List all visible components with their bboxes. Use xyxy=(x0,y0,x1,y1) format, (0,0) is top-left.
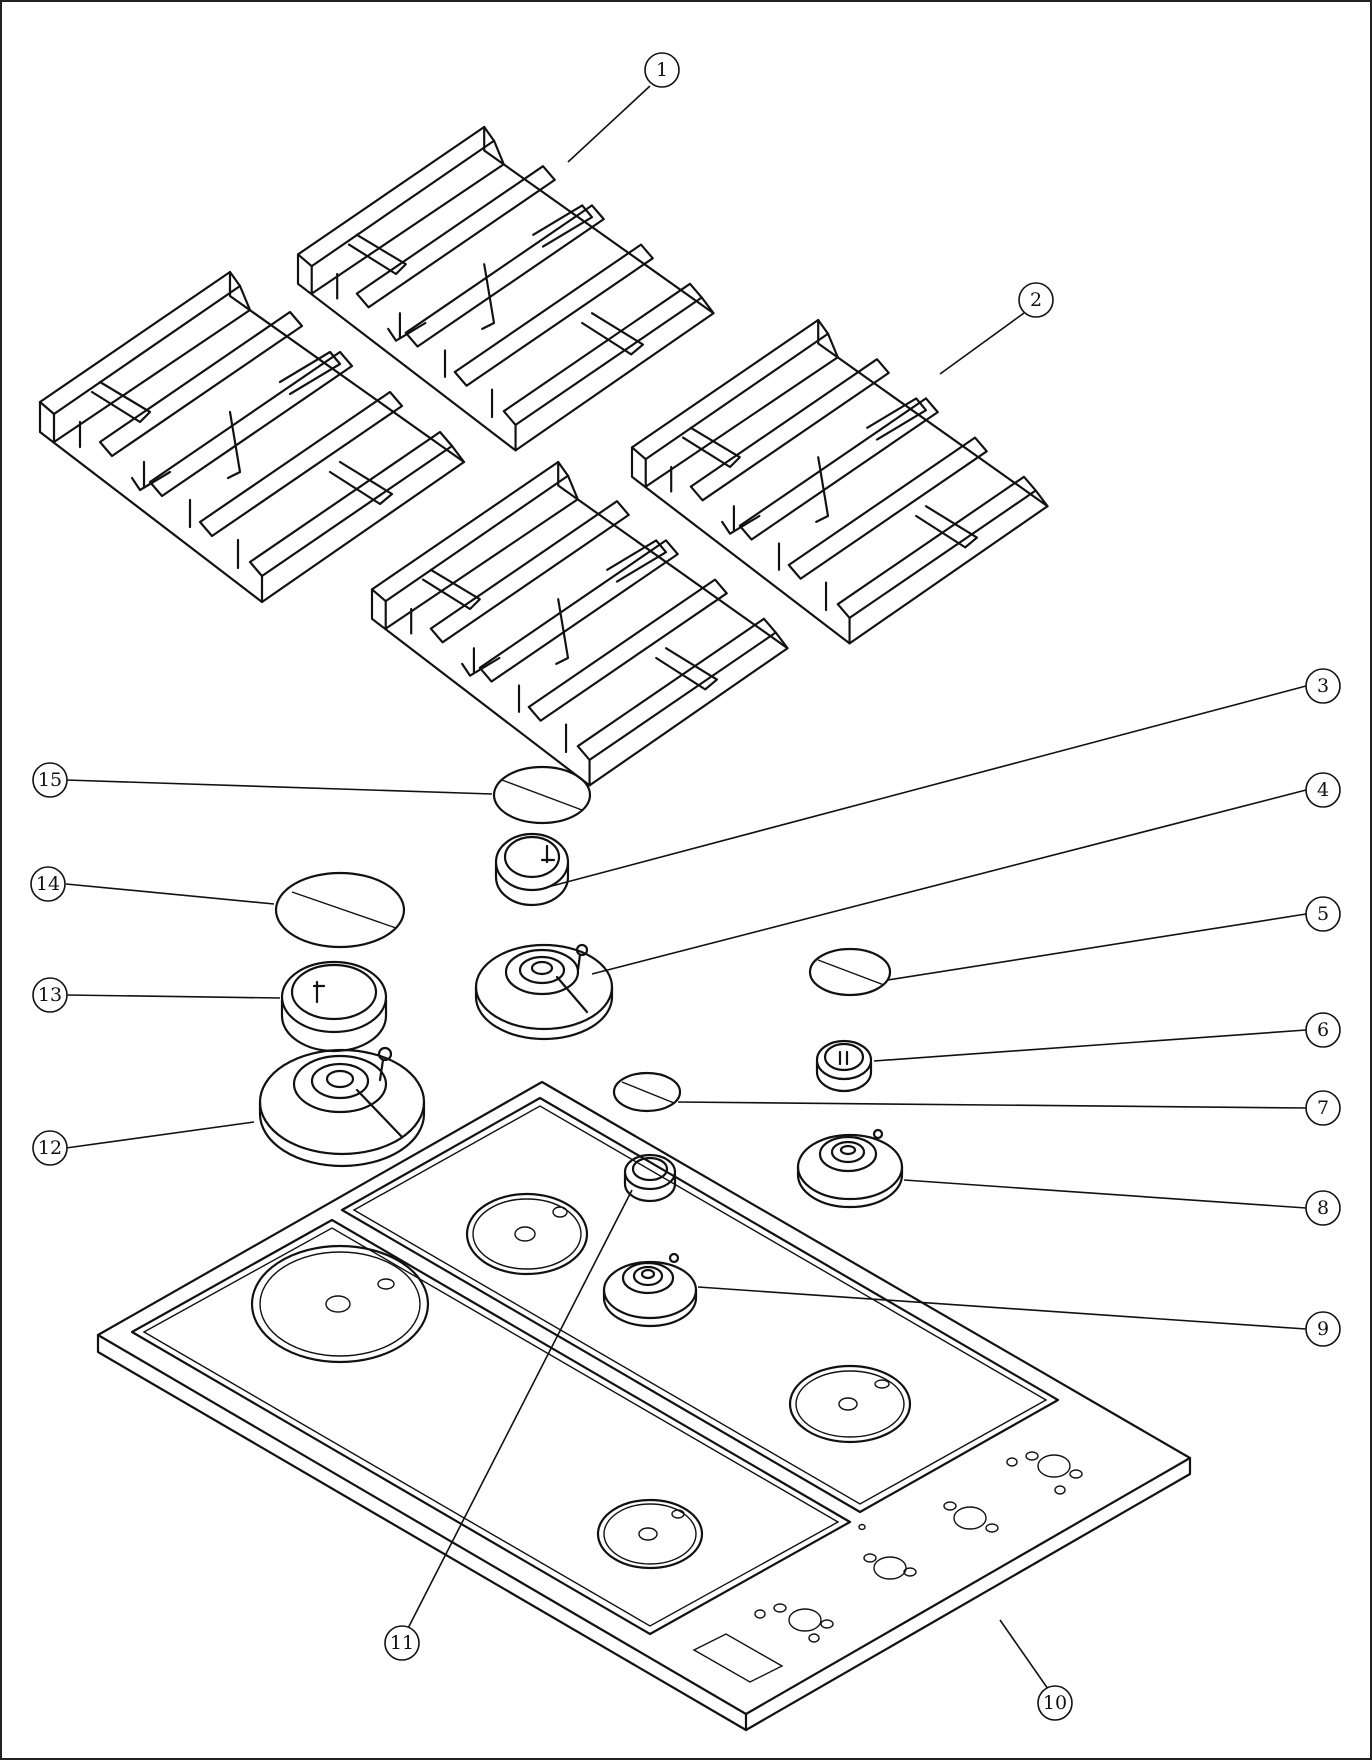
callout-12: 12 xyxy=(32,1130,68,1166)
burner-ring-13 xyxy=(280,960,388,1053)
svg-text:13: 13 xyxy=(38,984,62,1006)
callout-3: 3 xyxy=(1305,668,1341,704)
svg-text:3: 3 xyxy=(1317,675,1329,697)
callout-6: 6 xyxy=(1305,1012,1341,1048)
burner-cap-5 xyxy=(808,947,892,997)
burner-ring-11 xyxy=(623,1153,677,1203)
svg-text:14: 14 xyxy=(36,873,60,895)
burner-cap-7 xyxy=(612,1071,682,1113)
burner-hole-front xyxy=(596,1498,704,1570)
burner-base-9 xyxy=(602,1252,698,1328)
burner-cap-14 xyxy=(274,871,406,949)
svg-text:15: 15 xyxy=(38,769,62,791)
callout-10: 10 xyxy=(1037,1685,1073,1721)
burner-ring-3 xyxy=(494,832,570,907)
svg-text:7: 7 xyxy=(1317,1097,1329,1119)
grate-back-center xyxy=(296,125,715,452)
svg-text:11: 11 xyxy=(390,1632,414,1654)
burner-cap-15 xyxy=(492,765,592,825)
svg-text:8: 8 xyxy=(1317,1197,1329,1219)
burner-base-4 xyxy=(474,943,614,1041)
callout-7: 7 xyxy=(1305,1090,1341,1126)
svg-text:10: 10 xyxy=(1043,1692,1067,1714)
cooktop-panel xyxy=(96,1080,1192,1732)
callout-8: 8 xyxy=(1305,1190,1341,1226)
svg-text:12: 12 xyxy=(38,1137,62,1159)
svg-text:4: 4 xyxy=(1317,779,1329,801)
callout-11: 11 xyxy=(384,1625,420,1661)
display-window xyxy=(692,1633,784,1683)
callout-13: 13 xyxy=(32,977,68,1013)
callout-1: 1 xyxy=(644,52,680,88)
callout-9: 9 xyxy=(1305,1311,1341,1347)
callout-4: 4 xyxy=(1305,772,1341,808)
grate-front-center xyxy=(370,460,789,787)
svg-text:6: 6 xyxy=(1317,1019,1329,1041)
burner-base-12 xyxy=(258,1046,426,1168)
svg-text:5: 5 xyxy=(1317,903,1329,925)
callout-5: 5 xyxy=(1305,896,1341,932)
burner-hole-right xyxy=(788,1364,912,1444)
callout-14: 14 xyxy=(30,866,66,902)
svg-text:9: 9 xyxy=(1317,1318,1329,1340)
leader-lines xyxy=(65,85,1307,1700)
control-knob-holes xyxy=(754,1451,1083,1643)
burner-ring-6 xyxy=(815,1039,873,1093)
burner-base-8 xyxy=(796,1128,904,1209)
burner-hole-back xyxy=(465,1192,589,1276)
callout-2: 2 xyxy=(1018,282,1054,318)
svg-text:2: 2 xyxy=(1030,289,1042,311)
burner-hole-large xyxy=(250,1244,430,1364)
svg-text:1: 1 xyxy=(656,59,668,81)
callout-15: 15 xyxy=(32,762,68,798)
